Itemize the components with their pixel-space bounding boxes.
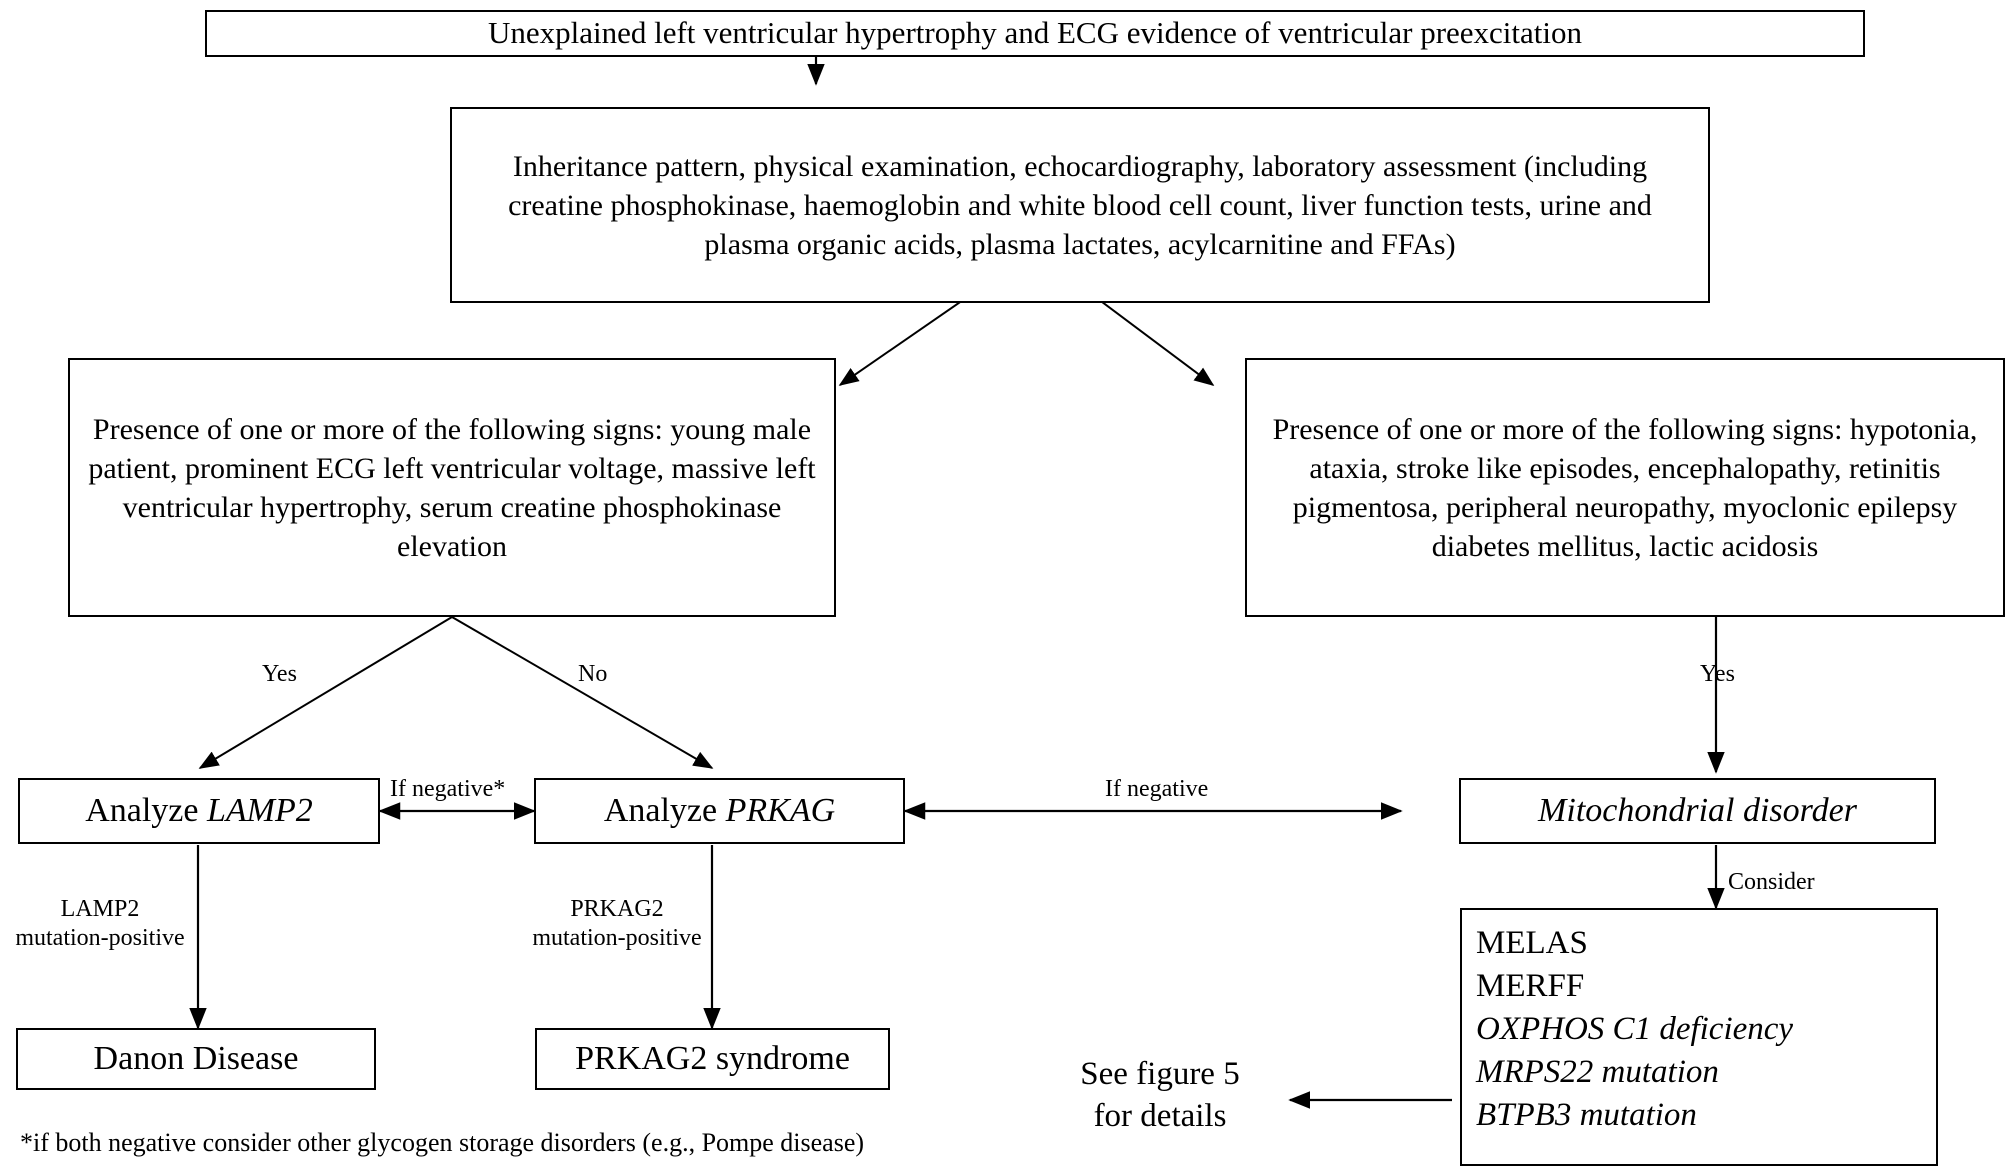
analyze-lamp2-box: Analyze LAMP2	[18, 778, 380, 844]
see-figure-note: See figure 5 for details	[1035, 1053, 1285, 1137]
edge-label-if-negative-star: If negative*	[390, 776, 506, 802]
analyze-lamp2-prefix: Analyze	[85, 791, 207, 829]
analyze-prkag-box: Analyze PRKAG	[534, 778, 905, 844]
list-item: OXPHOS C1 deficiency	[1476, 1010, 1794, 1047]
edge-left-signs-yes	[198, 616, 453, 769]
right-signs-box: Presence of one or more of the following…	[1245, 358, 2005, 617]
see-figure-note-line2: for details	[1093, 1098, 1227, 1135]
prkag2-syndrome-text: PRKAG2 syndrome	[575, 1039, 850, 1077]
title-box: Unexplained left ventricular hypertrophy…	[205, 10, 1865, 57]
footnote: *if both negative consider other glycoge…	[20, 1128, 865, 1157]
mitochondrial-disorder-text: Mitochondrial disorder	[1538, 791, 1857, 829]
edge-label-if-negative: If negative	[1105, 776, 1209, 802]
analyze-lamp2-gene: LAMP2	[207, 791, 313, 829]
danon-disease-box: Danon Disease	[16, 1028, 376, 1090]
title-box-text: Unexplained left ventricular hypertrophy…	[487, 15, 1583, 51]
workup-box: Inheritance pattern, physical examinatio…	[450, 107, 1710, 303]
mitochondrial-disorder-box: Mitochondrial disorder	[1459, 778, 1936, 844]
consider-list-box: MELAS MERFF OXPHOS C1 deficiency MRPS22 …	[1460, 908, 1938, 1166]
see-figure-note-line1: See figure 5	[1080, 1056, 1240, 1092]
edge-label-yes-left: Yes	[262, 661, 297, 687]
analyze-prkag-gene: PRKAG	[725, 791, 836, 829]
workup-box-text: Inheritance pattern, physical examinatio…	[508, 149, 1652, 261]
edge-label-no-left: No	[578, 661, 608, 687]
analyze-prkag-prefix: Analyze	[603, 791, 726, 829]
danon-disease-text: Danon Disease	[93, 1039, 299, 1077]
edge-label-consider: Consider	[1728, 869, 1815, 895]
edge-label-yes-right: Yes	[1700, 661, 1735, 687]
list-item: MELAS	[1476, 925, 1588, 961]
left-signs-box: Presence of one or more of the following…	[68, 358, 836, 617]
edge-label-lamp2-mutation-positive: LAMP2 mutation-positive	[15, 896, 185, 952]
list-item: MRPS22 mutation	[1476, 1053, 1719, 1090]
edge-left-signs-no	[451, 616, 714, 769]
prkag2-syndrome-box: PRKAG2 syndrome	[535, 1028, 890, 1090]
edge-label-prkag2-mutation-positive: PRKAG2 mutation-positive	[532, 896, 702, 952]
list-item: MERFF	[1476, 967, 1585, 1004]
right-signs-box-text: Presence of one or more of the following…	[1272, 412, 1978, 563]
list-item: BTPB3 mutation	[1476, 1096, 1697, 1133]
left-signs-box-text: Presence of one or more of the following…	[88, 412, 816, 563]
